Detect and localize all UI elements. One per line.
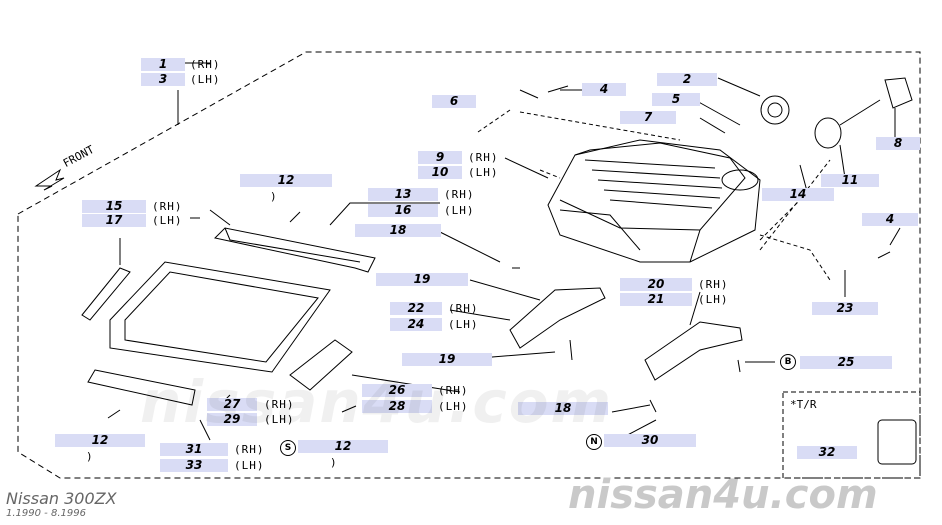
- part-label-12-left[interactable]: 12: [55, 434, 145, 447]
- lh-code: (LH): [152, 214, 183, 227]
- part-label-13[interactable]: 13: [368, 188, 438, 201]
- part-label-18-top[interactable]: 18: [355, 224, 441, 237]
- lh-code: (LH): [438, 400, 469, 413]
- tr-note: *T/R: [790, 398, 817, 411]
- part-label-14[interactable]: 14: [762, 188, 834, 201]
- tr-module-drawing: [877, 419, 917, 465]
- code-b-circle: B: [780, 354, 796, 370]
- rh-code: (RH): [152, 200, 183, 213]
- part-label-33[interactable]: 33: [160, 459, 228, 472]
- bulb-cap-drawing: [884, 77, 913, 109]
- headlamp-cover-drawing: [213, 227, 376, 273]
- front-arrow-drawing: [34, 168, 65, 191]
- part-label-23[interactable]: 23: [812, 302, 878, 315]
- part-label-12-top[interactable]: 12: [240, 174, 332, 187]
- model-years: 1.1990 - 8.1996: [6, 508, 86, 519]
- lh-code: (LH): [698, 293, 729, 306]
- model-title: Nissan 300ZX: [6, 489, 117, 508]
- part-label-30[interactable]: 30: [604, 434, 696, 447]
- rh-code: (RH): [444, 188, 475, 201]
- part-label-27[interactable]: 27: [207, 398, 257, 411]
- part-label-29[interactable]: 29: [207, 413, 257, 426]
- brand-watermark: nissan4u.com: [568, 472, 878, 518]
- lh-code: (LH): [448, 318, 479, 331]
- frame-outline: [17, 51, 921, 479]
- lh-code: (LH): [190, 73, 221, 86]
- part-label-7[interactable]: 7: [620, 111, 676, 124]
- part-label-5[interactable]: 5: [652, 93, 700, 106]
- socket-drawing: [760, 95, 790, 125]
- part-label-22[interactable]: 22: [390, 302, 442, 315]
- rh-code: (RH): [698, 278, 729, 291]
- rh-code: (RH): [264, 398, 295, 411]
- part-label-12-center[interactable]: 12: [298, 440, 388, 453]
- code-s-circle: S: [280, 440, 296, 456]
- part-label-25[interactable]: 25: [800, 356, 892, 369]
- rh-code: (RH): [190, 58, 221, 71]
- part-label-10[interactable]: 10: [418, 166, 462, 179]
- part-label-2[interactable]: 2: [657, 73, 717, 86]
- code-n-circle: N: [586, 434, 602, 450]
- bracket-left-drawing: [509, 287, 606, 349]
- part-label-28[interactable]: 28: [362, 400, 432, 413]
- part-label-19-top[interactable]: 19: [376, 273, 468, 286]
- screw-drawing: [107, 85, 891, 419]
- part-label-9[interactable]: 9: [418, 151, 462, 164]
- part-label-3[interactable]: 3: [141, 73, 185, 86]
- part-label-17[interactable]: 17: [82, 214, 146, 227]
- part-label-4[interactable]: 4: [582, 83, 626, 96]
- part-label-6[interactable]: 6: [432, 95, 476, 108]
- part-label-4-right[interactable]: 4: [862, 213, 918, 226]
- part-label-8[interactable]: 8: [876, 137, 920, 150]
- lh-code: (LH): [234, 459, 265, 472]
- rh-code: (RH): [468, 151, 499, 164]
- part-label-32[interactable]: 32: [797, 446, 857, 459]
- lh-code: (LH): [264, 413, 295, 426]
- headlamp-assembly-drawing: [547, 139, 761, 263]
- rh-code: (RH): [438, 384, 469, 397]
- part-label-11[interactable]: 11: [821, 174, 879, 187]
- part-label-1[interactable]: 1: [141, 58, 185, 71]
- cap-drawing: [814, 117, 842, 149]
- tr-box: [782, 391, 921, 479]
- corner-trim-drawing: [289, 339, 353, 391]
- part-label-20[interactable]: 20: [620, 278, 692, 291]
- part-label-24[interactable]: 24: [390, 318, 442, 331]
- part-label-26[interactable]: 26: [362, 384, 432, 397]
- side-trim-drawing: [81, 267, 131, 321]
- part-label-18-bottom[interactable]: 18: [518, 402, 608, 415]
- finisher-frame-drawing: [109, 261, 331, 373]
- bracket-right-drawing: [644, 321, 743, 381]
- lh-code: (LH): [444, 204, 475, 217]
- part-label-31[interactable]: 31: [160, 443, 228, 456]
- lower-trim-drawing: [87, 369, 196, 406]
- rh-code: (RH): [448, 302, 479, 315]
- part-label-21[interactable]: 21: [620, 293, 692, 306]
- part-label-19-bottom[interactable]: 19: [402, 353, 492, 366]
- part-label-15[interactable]: 15: [82, 200, 146, 213]
- part-label-16[interactable]: 16: [368, 204, 438, 217]
- center-watermark: nissan4u.com: [140, 368, 613, 436]
- rh-code: (RH): [234, 443, 265, 456]
- lh-code: (LH): [468, 166, 499, 179]
